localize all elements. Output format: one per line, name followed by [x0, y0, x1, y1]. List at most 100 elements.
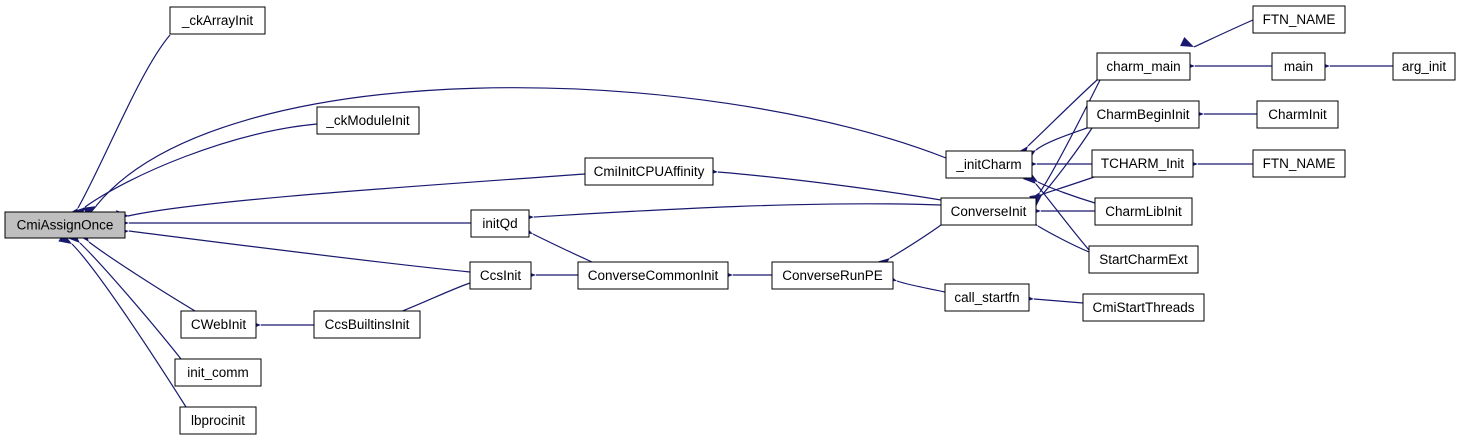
node-box[interactable] [1271, 52, 1326, 81]
node-box[interactable] [313, 310, 421, 339]
call-edge-StartCharmExt-to-_initCharm [1035, 183, 1090, 251]
call-edge-call_startfn-to-ConverseRunPE [896, 280, 946, 293]
node-FTN_NAME_top[interactable]: FTN_NAME [1252, 5, 1346, 34]
node-box[interactable] [169, 6, 266, 35]
node-box[interactable] [1094, 197, 1193, 226]
node-box[interactable] [1392, 52, 1456, 81]
node-box[interactable] [316, 106, 420, 135]
node-label: CharmBeginInit [1096, 107, 1189, 122]
call-edge-ConverseInit-to-CmiInitCPUAffinity [717, 171, 942, 201]
call-edge-CharmBeginInit-to-_initCharm [1035, 127, 1088, 151]
node-label: ConverseRunPE [782, 268, 883, 283]
node-box[interactable] [945, 150, 1033, 179]
node-box[interactable] [1256, 100, 1339, 129]
call-edge-CcsInit-to-CmiAssignOnce [128, 230, 471, 273]
call-edge-CmiStartThreads-to-call_startfn [1033, 298, 1084, 304]
node-CWebInit[interactable]: CWebInit [180, 310, 257, 339]
node-label: _ckArrayInit [181, 13, 254, 28]
node-label: StartCharmExt [1099, 252, 1188, 267]
node-label: lbprocinit [191, 413, 245, 428]
node-box[interactable] [180, 310, 257, 339]
call-edge-charm_main-to-ConverseInit [1039, 79, 1101, 193]
node-label: initQd [482, 216, 517, 231]
node-label: ConverseCommonInit [588, 268, 719, 283]
node-ConverseInit[interactable]: ConverseInit [940, 197, 1037, 226]
node-charm_main[interactable]: charm_main [1096, 52, 1191, 81]
node-box[interactable] [4, 211, 126, 239]
node-call_startfn[interactable]: call_startfn [944, 283, 1030, 312]
node-label: FTN_NAME [1263, 12, 1336, 27]
node-box[interactable] [1082, 293, 1205, 322]
node-label: CcsBuiltinsInit [325, 317, 410, 332]
node-ConverseCommonInit[interactable]: ConverseCommonInit [577, 261, 729, 290]
call-edge-TCHARM_Init-to-ConverseInit [1042, 176, 1095, 195]
node-box[interactable] [584, 157, 714, 186]
node-CmiStartThreads[interactable]: CmiStartThreads [1082, 293, 1205, 322]
node-box[interactable] [577, 261, 729, 290]
node-CharmBeginInit[interactable]: CharmBeginInit [1086, 100, 1200, 129]
node-label: _initCharm [955, 157, 1021, 172]
node-label: FTN_NAME [1263, 156, 1336, 171]
call-edge-CharmLibInit-to-_initCharm [1037, 181, 1096, 204]
node-label: CcsInit [480, 268, 522, 283]
node-_ckModuleInit[interactable]: _ckModuleInit [316, 106, 420, 135]
node-CcsInit[interactable]: CcsInit [469, 261, 532, 290]
node-label: ConverseInit [951, 204, 1027, 219]
node-label: CmiStartThreads [1092, 300, 1194, 315]
call-edge-_ckArrayInit-to-CmiAssignOnce [77, 34, 171, 209]
call-edge-CcsInit-to-CcsBuiltinsInit_rev [399, 282, 471, 313]
node-box[interactable] [1091, 149, 1194, 178]
node-box[interactable] [1088, 245, 1199, 274]
node-label: call_startfn [954, 290, 1019, 305]
node-label: _ckModuleInit [325, 113, 410, 128]
call-edge-CWebInit-to-CmiAssignOnce [88, 241, 196, 312]
node-_initCharm[interactable]: _initCharm [945, 150, 1033, 179]
call-edge-lbprocinit-to-CmiAssignOnce [71, 243, 187, 408]
node-CharmInit[interactable]: CharmInit [1256, 100, 1339, 129]
node-arg_init[interactable]: arg_init [1392, 52, 1456, 81]
node-box[interactable] [174, 358, 262, 387]
node-_ckArrayInit[interactable]: _ckArrayInit [169, 6, 266, 35]
node-label: main [1284, 59, 1313, 74]
nodes-layer: CmiAssignOnce _ckArrayInit _ckModuleInitCm… [4, 5, 1456, 435]
call-edge-ConverseInit-to-ConverseRunPE [889, 224, 942, 259]
node-box[interactable] [179, 406, 257, 435]
node-label: CharmLibInit [1105, 204, 1182, 219]
node-box[interactable] [944, 283, 1030, 312]
call-edge-init_comm-to-CmiAssignOnce [79, 242, 182, 360]
call-edge-_ckModuleInit-to-CmiAssignOnce [84, 123, 318, 208]
node-box[interactable] [469, 261, 532, 290]
node-init_comm[interactable]: init_comm [174, 358, 262, 387]
node-box[interactable] [1096, 52, 1191, 81]
node-ConverseRunPE[interactable]: ConverseRunPE [771, 261, 894, 290]
call-edge-CharmBeginInit-to-ConverseInit [1041, 127, 1093, 196]
edges-layer [71, 19, 1393, 408]
call-edge-FTN_NAME_top-to-charm_main [1193, 19, 1254, 48]
node-CcsBuiltinsInit[interactable]: CcsBuiltinsInit [313, 310, 421, 339]
node-initQd[interactable]: initQd [470, 209, 530, 238]
node-box[interactable] [1086, 100, 1200, 129]
node-lbprocinit[interactable]: lbprocinit [179, 406, 257, 435]
node-label: CmiInitCPUAffinity [594, 164, 705, 179]
call-edge-charm_main-to-_initCharm [1027, 79, 1098, 147]
call-edge-ConverseCommonInit-to-initQd [532, 233, 593, 263]
node-CmiAssignOnce[interactable]: CmiAssignOnce [4, 211, 126, 239]
node-box[interactable] [1252, 149, 1346, 178]
node-box[interactable] [470, 209, 530, 238]
node-StartCharmExt[interactable]: StartCharmExt [1088, 245, 1199, 274]
node-TCHARM_Init[interactable]: TCHARM_Init [1091, 149, 1194, 178]
node-main[interactable]: main [1271, 52, 1326, 81]
node-label: arg_init [1402, 59, 1447, 74]
call-edge-ConverseInit-to-initQd [533, 203, 942, 218]
arrowhead-icon [1180, 36, 1194, 47]
node-box[interactable] [1252, 5, 1346, 34]
node-label: CharmInit [1268, 107, 1327, 122]
call-edge-CmiInitCPUAffinity-to-CmiAssignOnce [127, 173, 586, 217]
node-box[interactable] [771, 261, 894, 290]
node-CmiInitCPUAffinity[interactable]: CmiInitCPUAffinity [584, 157, 714, 186]
node-CharmLibInit[interactable]: CharmLibInit [1094, 197, 1193, 226]
call-edge-_initCharm-to-CmiAssignOnce [95, 87, 947, 207]
node-FTN_NAME_mid[interactable]: FTN_NAME [1252, 149, 1346, 178]
node-box[interactable] [940, 197, 1037, 226]
